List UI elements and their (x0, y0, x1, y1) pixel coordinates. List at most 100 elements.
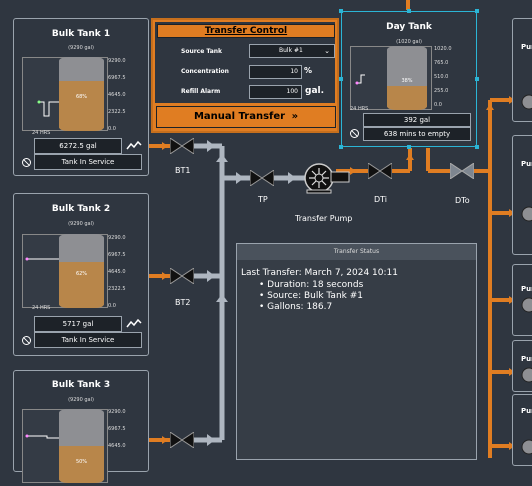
tank-title: Day Tank (386, 22, 432, 32)
tank-level-gauge: 38% (387, 46, 427, 110)
pump-panel-5: Pum (512, 394, 532, 466)
double-chevron-right-icon: » (291, 111, 299, 122)
volume-value: 6272.5 gal (59, 142, 97, 150)
valve-dti-icon[interactable] (368, 163, 392, 179)
pump-title: Pum (521, 285, 532, 293)
trend-line (37, 100, 61, 117)
volume-readout: 6272.5 gal (34, 138, 122, 154)
axis-tick: 1020.0 (434, 46, 452, 52)
pump-title: Pum (521, 407, 532, 415)
concentration-unit: % (304, 66, 313, 75)
tank-title: Bulk Tank 2 (51, 204, 111, 214)
tank-level-gauge: 68% (59, 57, 104, 131)
axis-tick: 0.0 (108, 126, 116, 132)
axis-tick: 2322.5 (108, 286, 126, 292)
axis-tick: 4645.0 (108, 443, 126, 449)
valve-dto-icon[interactable] (450, 163, 474, 179)
refill-alarm-unit: gal. (305, 86, 325, 96)
source-tank-label: Source Tank (181, 48, 223, 55)
transfer-pump-label: Transfer Pump (295, 214, 353, 223)
transfer-status-panel: Transfer Status Last Transfer: March 7, … (236, 243, 477, 460)
transfer-control-panel: Transfer Control Source Tank Bulk #1 ⌄ C… (151, 18, 339, 133)
status-text: Tank In Service (61, 336, 115, 344)
pump-panel-3: Pum (512, 264, 532, 336)
trend-line (25, 434, 61, 439)
axis-tick: 9290.0 (108, 58, 126, 64)
valve-bt1-label: BT1 (175, 166, 191, 175)
manual-transfer-label: Manual Transfer (193, 111, 286, 122)
axis-tick: 0.0 (434, 102, 442, 108)
volume-readout: 5717 gal (34, 316, 122, 332)
transfer-control-title: Transfer Control (157, 24, 335, 38)
axis-tick: 6967.5 (108, 252, 126, 258)
tank-percent: 62% (75, 271, 88, 277)
axis-tick: 9290.0 (108, 235, 126, 241)
refill-alarm-label: Refill Alarm (181, 88, 221, 95)
transfer-pump-icon[interactable] (303, 162, 351, 194)
axis-tick: 510.0 (434, 74, 449, 80)
day-tank-panel[interactable]: Day Tank (1020 gal) 38% 1020.0 765.0 510… (339, 9, 479, 149)
pump-icon[interactable] (521, 94, 532, 110)
service-status: Tank In Service (34, 154, 142, 170)
pipe-network (148, 0, 532, 458)
axis-tick: 4645.0 (108, 269, 126, 275)
manual-transfer-button[interactable]: Manual Transfer » (156, 106, 336, 128)
concentration-input[interactable]: 10 (249, 65, 302, 79)
resize-handle[interactable] (475, 9, 479, 13)
valve-bt1-icon[interactable] (170, 138, 194, 154)
chevron-down-icon: ⌄ (324, 47, 330, 55)
tank-title: Bulk Tank 3 (51, 380, 111, 390)
axis-tick: 765.0 (434, 60, 449, 66)
out-of-service-icon[interactable] (22, 158, 31, 167)
tank-level-gauge: 62% (59, 234, 104, 308)
resize-handle[interactable] (339, 77, 343, 81)
tank-capacity: (1020 gal) (396, 39, 422, 45)
pump-title: Pum (521, 43, 532, 51)
resize-handle[interactable] (407, 145, 411, 149)
pump-icon[interactable] (521, 367, 532, 383)
axis-tick: 4645.0 (108, 92, 126, 98)
axis-tick: 6967.5 (108, 75, 126, 81)
pump-icon[interactable] (521, 439, 532, 455)
gallons-text: Gallons: 186.7 (267, 302, 333, 312)
pump-icon[interactable] (521, 206, 532, 222)
resize-handle[interactable] (407, 9, 411, 13)
volume-value: 5717 gal (62, 320, 94, 328)
out-of-service-icon[interactable] (22, 336, 31, 345)
refill-alarm-input[interactable]: 100 (249, 85, 302, 99)
title-text: Transfer Control (204, 26, 288, 36)
pump-panel-2: Pum (512, 135, 532, 255)
tank-capacity: (9290 gal) (68, 397, 94, 403)
trend-line (355, 74, 365, 85)
chart-hrs: 24 HRS (32, 305, 51, 311)
pump-panel-1: Pum (512, 18, 532, 122)
resize-handle[interactable] (475, 145, 479, 149)
list-item: • Duration: 18 seconds (259, 280, 364, 290)
time-to-empty-value: 638 mins to empty (383, 130, 451, 138)
resize-handle[interactable] (339, 9, 343, 13)
source-tank-select[interactable]: Bulk #1 ⌄ (249, 44, 335, 58)
out-of-service-icon[interactable] (350, 129, 359, 138)
bulk-tank-1-panel: Bulk Tank 1 (9290 gal) 68% 9290.0 6967.5… (13, 18, 149, 176)
valve-dto-label: DTo (455, 196, 470, 205)
transfer-details-list: • Duration: 18 seconds • Source: Bulk Ta… (259, 280, 363, 313)
axis-tick: 6967.5 (108, 426, 126, 432)
transfer-status-title: Transfer Status (333, 248, 380, 255)
trend-icon[interactable] (126, 318, 142, 328)
pump-title: Pum (521, 355, 532, 363)
volume-readout: 392 gal (363, 113, 471, 127)
valve-bt2-icon[interactable] (170, 268, 194, 284)
pump-icon[interactable] (521, 297, 532, 313)
trend-icon[interactable] (126, 140, 142, 150)
valve-dti-label: DTi (374, 195, 388, 204)
status-text: Tank In Service (61, 158, 115, 166)
valve-bt3-icon[interactable] (170, 432, 194, 448)
valve-tp-icon[interactable] (250, 170, 274, 186)
concentration-value: 10 (290, 68, 298, 75)
duration-text: Duration: 18 seconds (267, 280, 364, 290)
chart-hrs: 24 HRS (32, 130, 51, 136)
resize-handle[interactable] (339, 145, 343, 149)
time-to-empty: 638 mins to empty (363, 127, 471, 141)
resize-handle[interactable] (475, 77, 479, 81)
valve-tp-label: TP (258, 195, 268, 204)
